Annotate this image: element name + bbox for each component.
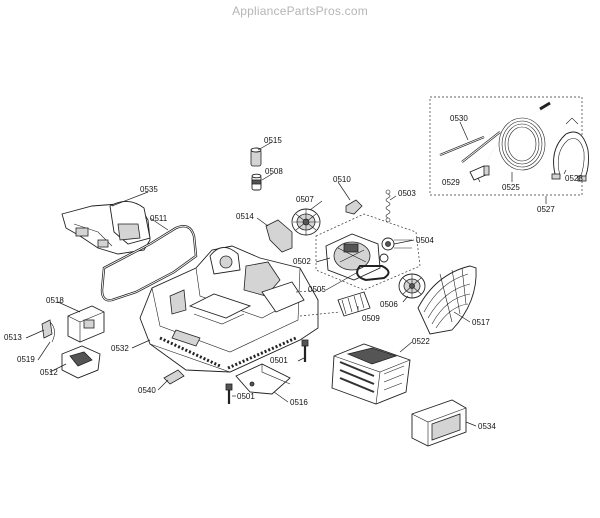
part-0535-duct[interactable] (61, 201, 151, 255)
label-0507: 0507 (296, 195, 314, 204)
label-0515: 0515 (264, 136, 282, 145)
label-0505: 0505 (308, 285, 326, 294)
label-0517: 0517 (472, 318, 490, 327)
part-0506-fan[interactable] (398, 273, 426, 299)
label-0513: 0513 (4, 333, 22, 342)
part-0507-fan[interactable] (291, 208, 321, 236)
label-0509: 0509 (362, 314, 380, 323)
label-0503: 0503 (398, 189, 416, 198)
part-0516-plate[interactable] (235, 363, 291, 395)
part-0540-tab[interactable] (163, 369, 185, 385)
label-0525: 0525 (502, 183, 520, 192)
label-0535: 0535 (140, 185, 158, 194)
label-0511: 0511 (150, 214, 168, 223)
label-0501-b: 0501 (237, 392, 255, 401)
part-0529-nozzle[interactable] (469, 165, 490, 181)
watermark: AppliancePartsPros.com (232, 4, 368, 18)
label-0540: 0540 (138, 386, 156, 395)
label-0510: 0510 (333, 175, 351, 184)
part-0515-sleeve[interactable] (250, 147, 262, 167)
part-0508-filter[interactable] (251, 173, 262, 191)
label-0522: 0522 (412, 337, 430, 346)
label-0508: 0508 (265, 167, 283, 176)
part-0530-rods[interactable] (439, 131, 501, 163)
part-0501-screw-b[interactable] (225, 383, 233, 404)
label-0528: 0528 (565, 174, 583, 183)
part-0528-bracket[interactable] (551, 117, 589, 182)
label-0530: 0530 (450, 114, 468, 123)
part-0517-filter[interactable] (417, 265, 477, 335)
part-0518-box[interactable] (67, 305, 105, 343)
part-0509-comb[interactable] (337, 291, 371, 317)
label-0534: 0534 (478, 422, 496, 431)
label-0512: 0512 (40, 368, 58, 377)
label-0514: 0514 (236, 212, 254, 221)
label-0501-a: 0501 (270, 356, 288, 365)
part-0504-pulley[interactable] (381, 237, 412, 251)
label-0529: 0529 (442, 178, 460, 187)
part-0502-motor[interactable] (325, 233, 389, 281)
part-0510-clip[interactable] (345, 199, 363, 215)
motor-dashed-box (315, 213, 421, 291)
part-0532-base-frame[interactable] (139, 245, 319, 373)
label-0516: 0516 (290, 398, 308, 407)
part-0522-condenser[interactable] (331, 343, 411, 405)
part-0534-drawer[interactable] (411, 399, 467, 447)
label-0506: 0506 (380, 300, 398, 309)
part-0501-screw-a[interactable] (301, 339, 309, 362)
label-0527: 0527 (537, 205, 555, 214)
label-0502: 0502 (293, 257, 311, 266)
part-0503-spring[interactable] (385, 189, 391, 223)
leader-lines (25, 121, 567, 427)
label-0519: 0519 (17, 355, 35, 364)
part-0525-hose[interactable] (485, 101, 551, 171)
part-0514-bracket[interactable] (265, 219, 293, 253)
part-0512-sensor[interactable] (61, 345, 101, 379)
label-0518: 0518 (46, 296, 64, 305)
part-0513-clip[interactable] (41, 319, 55, 343)
label-0504: 0504 (416, 236, 434, 245)
label-0532: 0532 (111, 344, 129, 353)
part-0505-belt[interactable] (356, 265, 390, 282)
